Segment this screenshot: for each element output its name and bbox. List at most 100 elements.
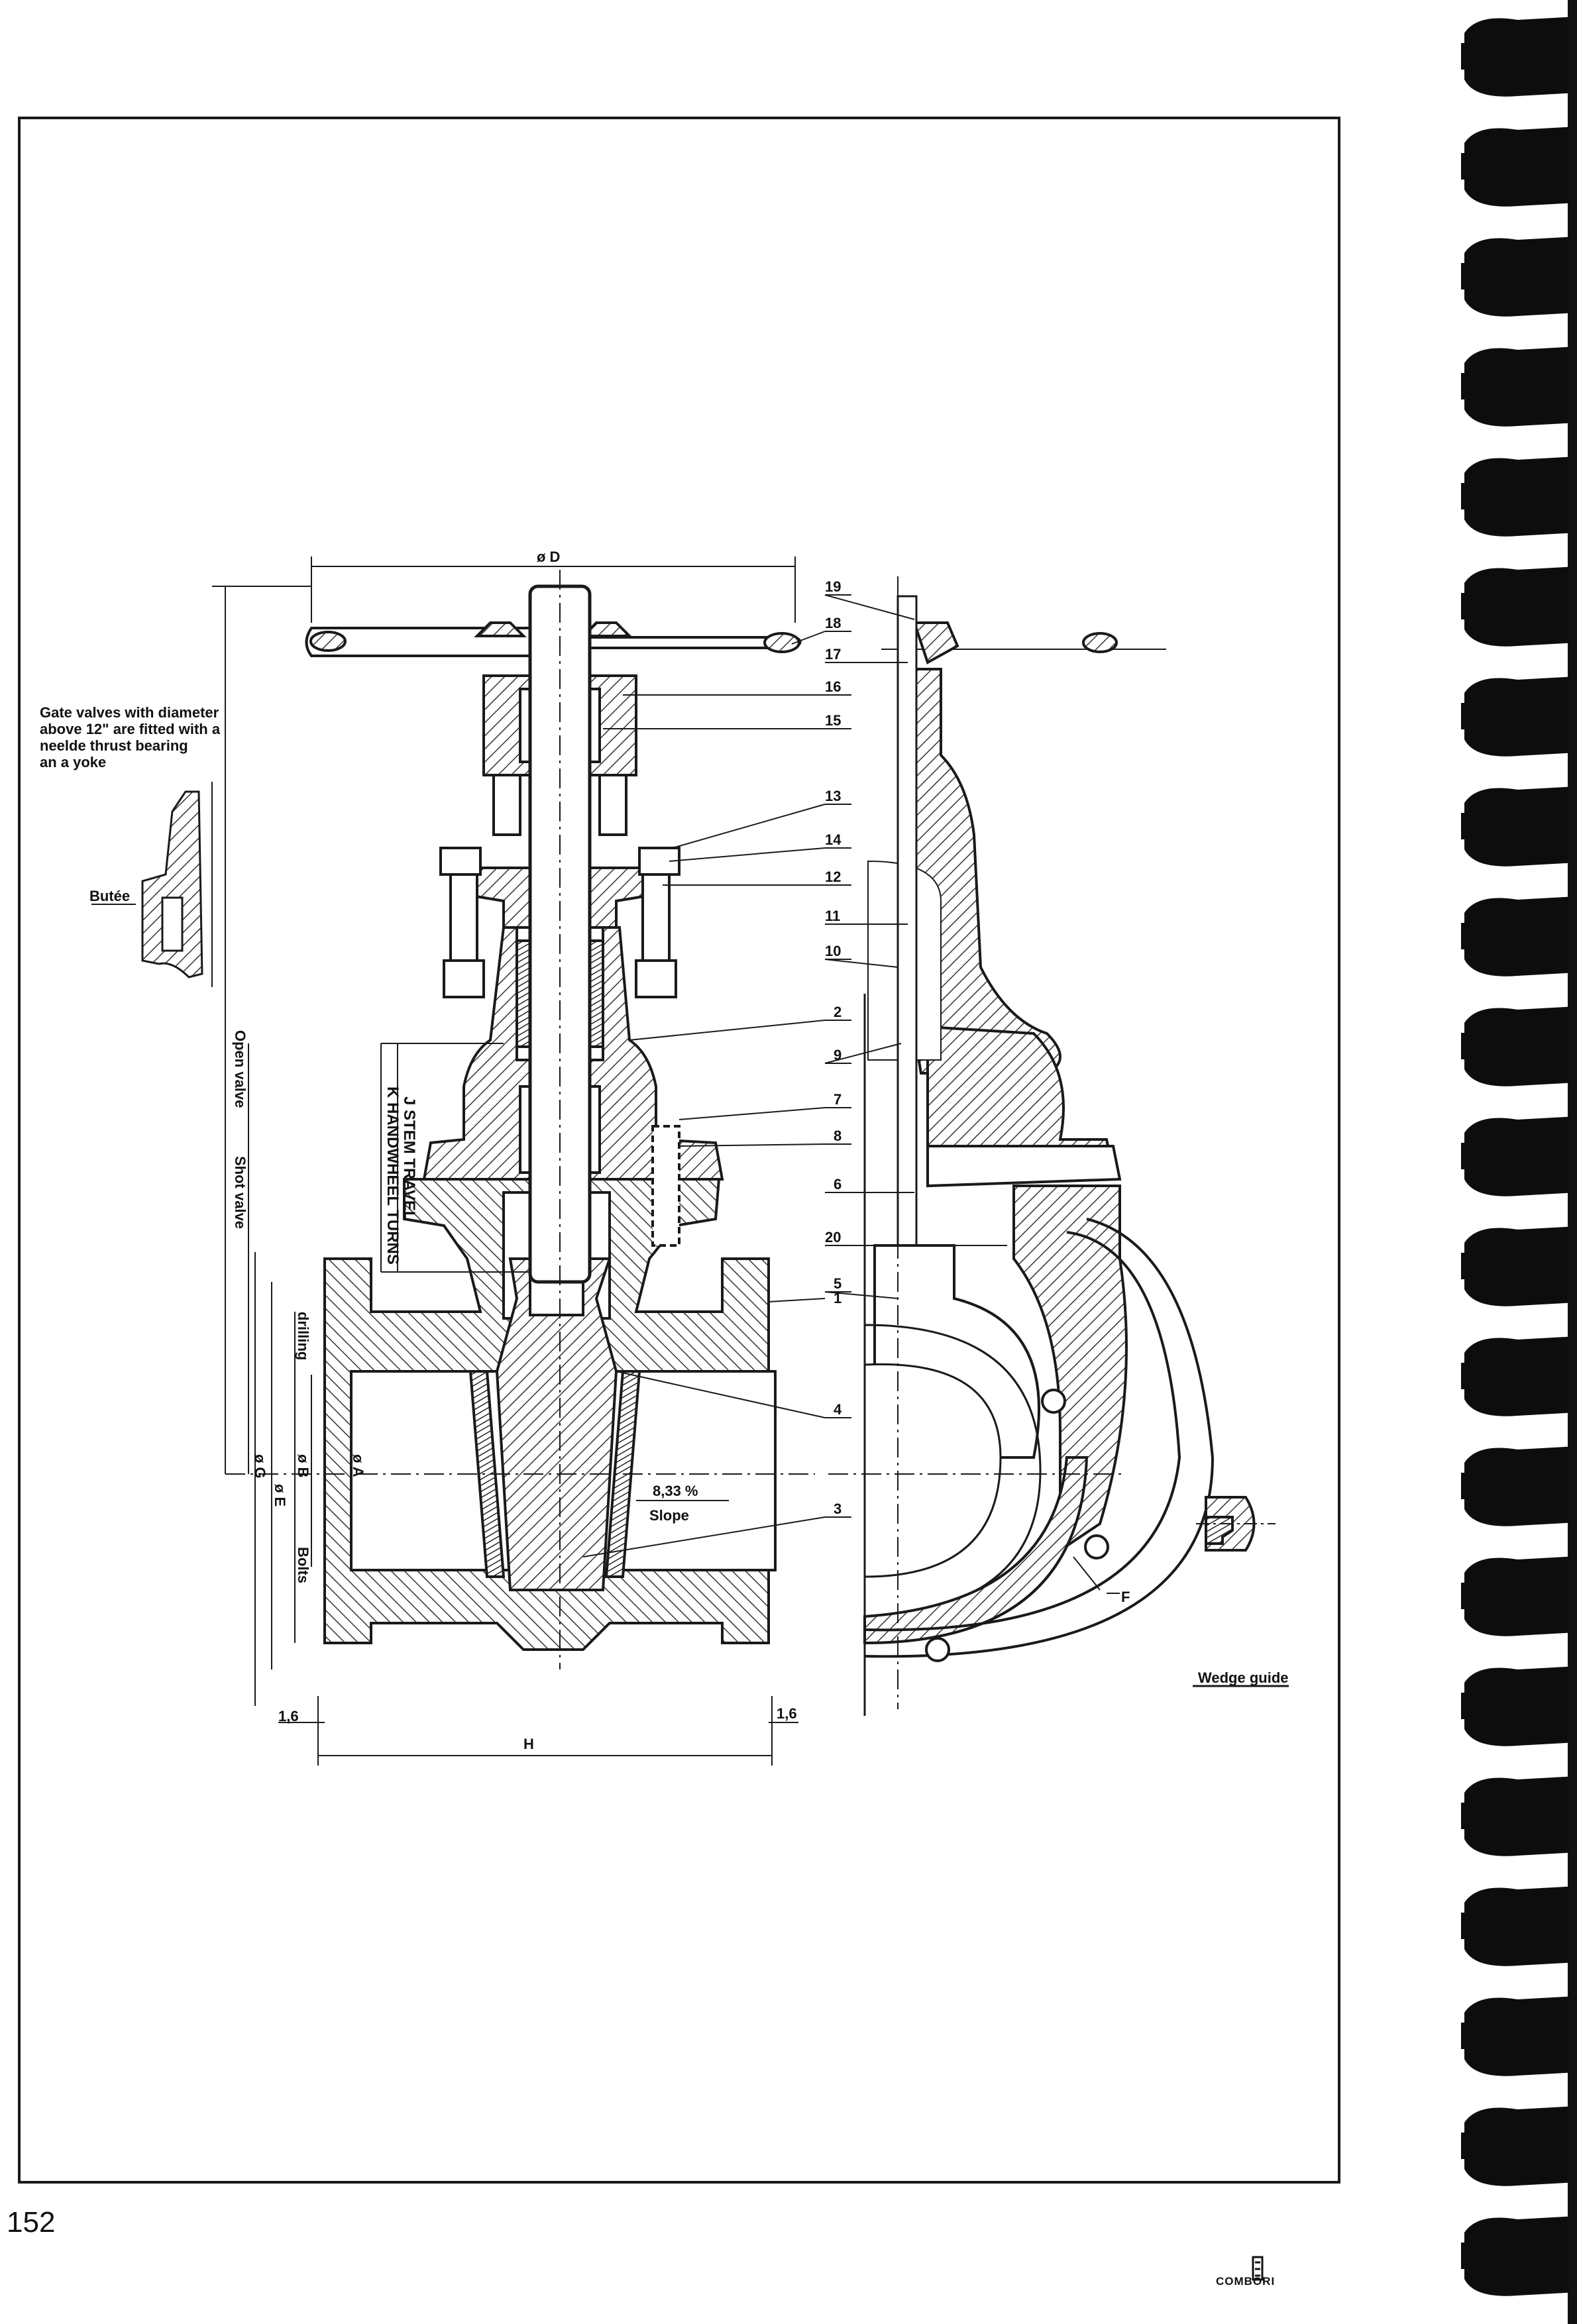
binding-ring bbox=[1464, 896, 1577, 977]
callout-14: 14 bbox=[825, 831, 842, 848]
binding-ring bbox=[1464, 676, 1577, 757]
drawing-frame bbox=[18, 117, 1340, 2184]
binding-hole bbox=[1461, 1363, 1470, 1389]
binding-hole bbox=[1461, 1913, 1470, 1939]
binding-hole bbox=[1461, 1143, 1470, 1169]
dim-f-label: F bbox=[1121, 1589, 1130, 1605]
binding-hole bbox=[1461, 703, 1470, 729]
spiral-binding bbox=[1461, 0, 1577, 2324]
bolts-label: Bolts bbox=[295, 1547, 311, 1583]
binding-hole bbox=[1461, 813, 1470, 839]
binding-hole bbox=[1461, 2023, 1470, 2049]
binding-hole bbox=[1461, 263, 1470, 290]
binding-ring bbox=[1464, 2106, 1577, 2186]
wedge-guide-label: Wedge guide bbox=[1198, 1669, 1289, 1686]
binding-hole bbox=[1461, 373, 1470, 399]
callout-16: 16 bbox=[825, 678, 841, 695]
bonnet bbox=[422, 926, 724, 1181]
callout-7: 7 bbox=[834, 1091, 842, 1108]
butee-label: Butée bbox=[89, 888, 130, 904]
binding-ring bbox=[1464, 566, 1577, 647]
butee-detail bbox=[91, 782, 213, 987]
binding-ring bbox=[1464, 1886, 1577, 1966]
binding-ring bbox=[1464, 1446, 1577, 1526]
dim-b-label: ø B bbox=[295, 1454, 311, 1477]
callout-1: 1 bbox=[834, 1290, 842, 1306]
binding-ring bbox=[1464, 237, 1577, 317]
binding-hole bbox=[1461, 1583, 1470, 1609]
binding-ring bbox=[1464, 1666, 1577, 1746]
binding-ring bbox=[1464, 346, 1577, 427]
binding-ring bbox=[1464, 127, 1577, 207]
callout-19: 19 bbox=[825, 578, 841, 595]
shut-valve-label: Shot valve bbox=[232, 1156, 248, 1229]
note-line: neelde thrust bearing bbox=[40, 737, 188, 754]
slope-percent-label: 8,33 % bbox=[653, 1483, 698, 1499]
callout-8: 8 bbox=[834, 1128, 842, 1144]
combori-logo-icon bbox=[1252, 2256, 1264, 2281]
callout-15: 15 bbox=[825, 712, 841, 729]
flange-right-label: 1,6 bbox=[777, 1705, 797, 1722]
binding-hole bbox=[1461, 923, 1470, 949]
section-view bbox=[212, 556, 815, 1766]
callout-11: 11 bbox=[825, 908, 840, 924]
flange-left-label: 1,6 bbox=[278, 1708, 299, 1724]
callout-5: 5 bbox=[834, 1275, 842, 1292]
binding-hole bbox=[1461, 1693, 1470, 1719]
dim-g-label: ø G bbox=[252, 1454, 268, 1479]
dim-d-label: ø D bbox=[537, 549, 560, 565]
binding-hole bbox=[1461, 2243, 1470, 2269]
binding-ring bbox=[1464, 1336, 1577, 1416]
binding-hole bbox=[1461, 43, 1470, 70]
binding-ring bbox=[1464, 1776, 1577, 1856]
binding-ring bbox=[1464, 1116, 1577, 1196]
binding-hole bbox=[1461, 1033, 1470, 1059]
callout-numbers: 19 18 17 16 15 13 14 12 11 10 2 9 7 8 6 … bbox=[825, 578, 842, 1517]
callout-10: 10 bbox=[825, 943, 841, 959]
drawing-labels: Butée ø D Open valve Shot valve K HANDWH… bbox=[89, 549, 1289, 1752]
callout-3: 3 bbox=[834, 1501, 842, 1517]
drilling-label: drilling bbox=[295, 1312, 311, 1360]
note-line: Gate valves with diameter bbox=[40, 704, 219, 721]
dim-e-label: ø E bbox=[272, 1484, 288, 1506]
binding-ring bbox=[1464, 786, 1577, 867]
callout-leaders bbox=[582, 594, 1120, 1594]
binding-hole bbox=[1461, 1253, 1470, 1279]
callout-9: 9 bbox=[834, 1047, 842, 1063]
callout-2: 2 bbox=[834, 1004, 842, 1020]
callout-4: 4 bbox=[834, 1401, 842, 1418]
gland bbox=[439, 847, 680, 998]
callout-12: 12 bbox=[825, 869, 841, 885]
callout-6: 6 bbox=[834, 1176, 842, 1192]
callout-13: 13 bbox=[825, 788, 841, 804]
binding-ring bbox=[1464, 17, 1577, 97]
binding-ring bbox=[1464, 2216, 1577, 2296]
binding-hole bbox=[1461, 483, 1470, 509]
brand-name: COMBORI bbox=[1216, 2275, 1276, 2288]
slope-label: Slope bbox=[649, 1507, 689, 1524]
binding-hole bbox=[1461, 1803, 1470, 1829]
binding-ring bbox=[1464, 1226, 1577, 1306]
callout-18: 18 bbox=[825, 615, 841, 631]
open-valve-label: Open valve bbox=[232, 1030, 248, 1108]
page-number: 152 bbox=[7, 2206, 56, 2239]
binding-hole bbox=[1461, 1473, 1470, 1499]
wedge-guide-detail bbox=[1193, 1496, 1289, 1687]
note-line: an a yoke bbox=[40, 754, 107, 770]
note-line: above 12" are fitted with a bbox=[40, 721, 221, 737]
dim-a-label: ø A bbox=[350, 1454, 366, 1477]
binding-ring bbox=[1464, 1006, 1577, 1086]
yoke-note: Gate valves with diameter above 12" are … bbox=[40, 704, 252, 770]
stem-travel-label: J STEM TRAVEL bbox=[400, 1096, 418, 1221]
binding-ring bbox=[1464, 1996, 1577, 2076]
dim-h-label: H bbox=[523, 1736, 534, 1752]
binding-hole bbox=[1461, 153, 1470, 180]
half-view bbox=[828, 576, 1215, 1716]
callout-17: 17 bbox=[825, 646, 841, 662]
handwheel-turns-label: K HANDWHEEL TURNS bbox=[384, 1086, 402, 1265]
binding-ring bbox=[1464, 1556, 1577, 1636]
binding-ring bbox=[1464, 456, 1577, 537]
callout-20: 20 bbox=[825, 1229, 841, 1245]
binding-hole bbox=[1461, 2133, 1470, 2159]
